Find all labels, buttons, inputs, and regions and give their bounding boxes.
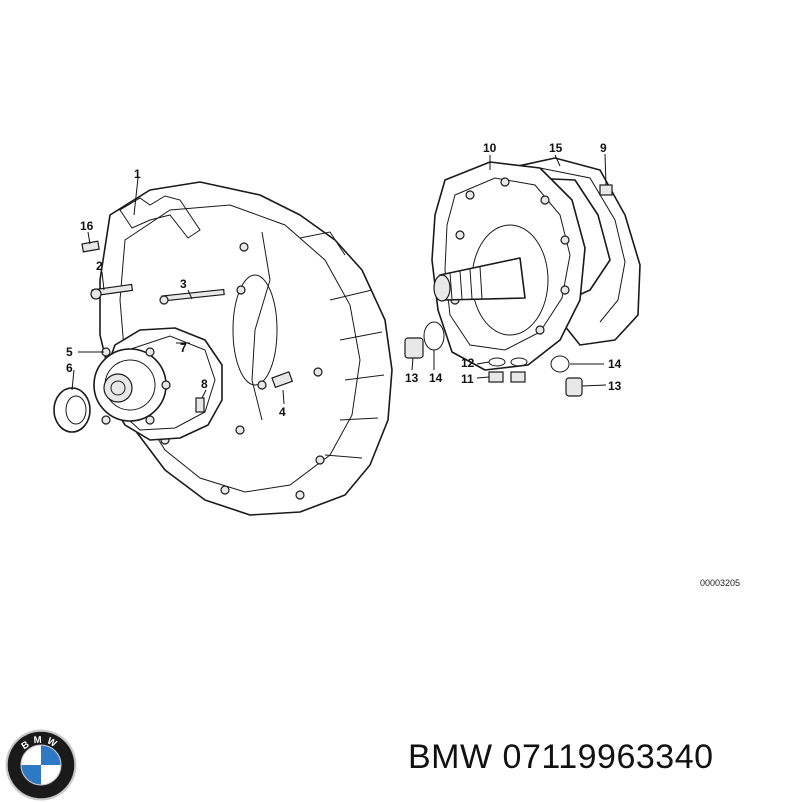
part-label-3: 3 xyxy=(180,277,187,291)
part-label-13-right: 13 xyxy=(608,379,622,393)
part-labels: 1 2 3 4 5 6 7 8 9 10 11 12 13 14 15 16 1… xyxy=(66,141,622,419)
diagram-code: 00003205 xyxy=(700,578,741,588)
part-label-14-right: 14 xyxy=(608,357,622,371)
part-label-6: 6 xyxy=(66,361,73,375)
rear-cover-assembly xyxy=(404,157,641,397)
bmw-roundel-logo: BMW xyxy=(5,729,77,801)
part-label-10: 10 xyxy=(483,141,497,155)
part-label-1: 1 xyxy=(134,167,141,181)
transmission-housing xyxy=(53,181,393,516)
leader-lines xyxy=(71,153,607,405)
part-label-8: 8 xyxy=(201,377,208,391)
part-number-caption: BMW 07119963340 xyxy=(408,738,714,776)
part-label-15: 15 xyxy=(549,141,563,155)
part-label-13: 13 xyxy=(405,371,419,385)
part-label-7: 7 xyxy=(180,341,187,355)
part-label-9: 9 xyxy=(600,141,607,155)
part-label-2: 2 xyxy=(96,259,103,273)
part-label-11: 11 xyxy=(461,372,474,386)
part-label-14: 14 xyxy=(429,371,443,385)
part-label-16: 16 xyxy=(80,219,94,233)
part-label-4: 4 xyxy=(279,405,286,419)
part-label-12: 12 xyxy=(461,356,475,370)
part-label-5: 5 xyxy=(66,345,73,359)
